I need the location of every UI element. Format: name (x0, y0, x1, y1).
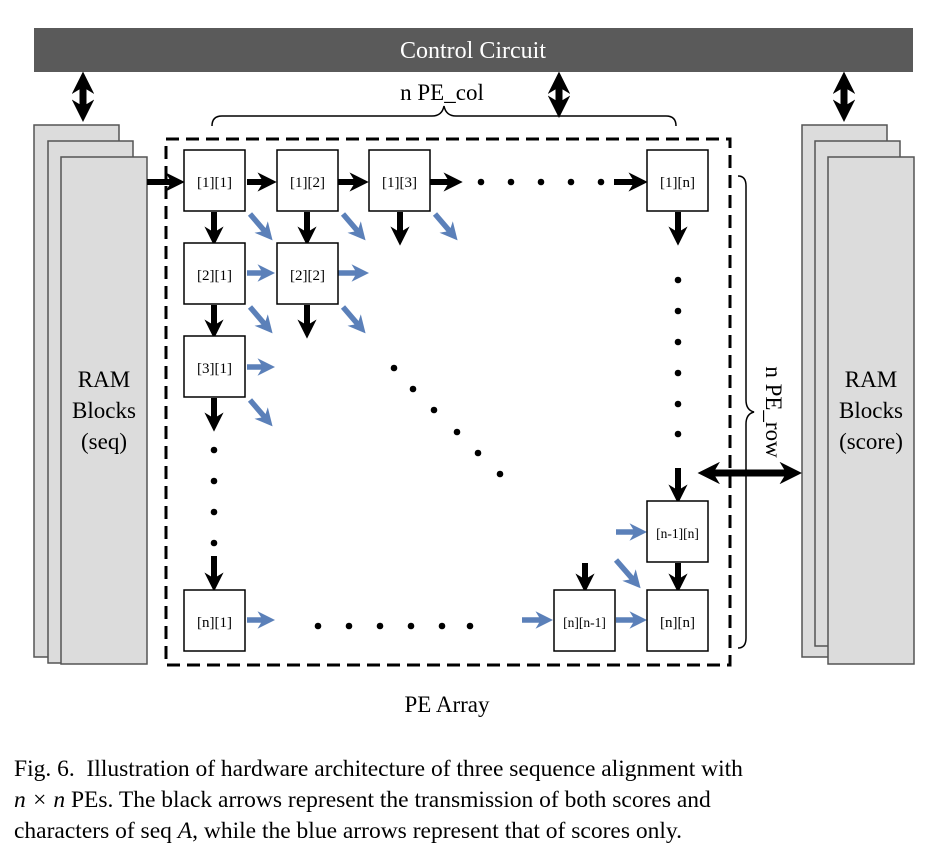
caption-var: A (177, 818, 193, 844)
ram-seq-label-3: (seq) (81, 429, 127, 454)
caption-line-3a: characters of seq (14, 818, 178, 844)
caption-line-1: Illustration of hardware architecture of… (86, 756, 743, 782)
ram-blocks-score: RAM Blocks (score) (801, 124, 915, 665)
pe-rn1cn: [n-1][n] (646, 500, 709, 563)
ram-blocks-seq: RAM Blocks (seq) (33, 124, 148, 665)
ram-seq-label-2: Blocks (72, 398, 136, 423)
ellipsis-dots (210, 178, 682, 630)
pe-col-brace (211, 105, 677, 127)
pe-r1c3: [1][3] (368, 149, 431, 212)
pe-r2c2: [2][2] (276, 242, 339, 305)
black-arrows (147, 172, 688, 593)
pe-array-boundary (164, 137, 732, 667)
pe-r1c1: [1][1] (183, 149, 246, 212)
caption-fig-number: Fig. 6. (14, 756, 75, 782)
pe-label: [n][n] (660, 615, 695, 631)
pe-label: [n-1][n] (656, 526, 699, 541)
pe-rncn1: [n][n-1] (553, 589, 616, 652)
pe-label: [1][n] (660, 175, 695, 191)
ram-score-label-3: (score) (839, 429, 903, 454)
pe-label: [1][1] (197, 175, 232, 191)
ram-score-label-1: RAM (845, 367, 897, 392)
pe-array-label: PE Array (405, 692, 490, 717)
control-links (71, 71, 856, 122)
pe-row-brace (737, 175, 755, 649)
pe-label: [1][3] (382, 175, 417, 191)
figure-caption: Fig. 6. Illustration of hardware archite… (14, 754, 914, 847)
pe-col-label: n PE_col (400, 80, 484, 105)
caption-line-3b: , while the blue arrows represent that o… (192, 818, 682, 844)
pe-label: [2][1] (197, 268, 232, 284)
pe-r1cn: [1][n] (646, 149, 709, 212)
pe-r3c1: [3][1] (183, 335, 246, 398)
pe-rnc1: [n][1] (183, 589, 246, 652)
pe-r2c1: [2][1] (183, 242, 246, 305)
pe-label: [n][n-1] (563, 615, 606, 630)
pe-label: [n][1] (197, 615, 232, 631)
pe-label: [2][2] (290, 268, 325, 284)
caption-math: n × n (14, 787, 66, 813)
pe-row-label: n PE_row (761, 366, 786, 458)
ram-seq-label-1: RAM (78, 367, 130, 392)
blue-arrows (247, 212, 648, 629)
control-circuit-label: Control Circuit (400, 38, 546, 64)
pe-label: [1][2] (290, 175, 325, 191)
ram-score-label-2: Blocks (839, 398, 903, 423)
caption-line-2: PEs. The black arrows represent the tran… (65, 787, 711, 813)
control-circuit: Control Circuit (34, 28, 913, 72)
pe-r1c2: [1][2] (276, 149, 339, 212)
pe-label: [3][1] (197, 361, 232, 377)
pe-rncn: [n][n] (646, 589, 709, 652)
